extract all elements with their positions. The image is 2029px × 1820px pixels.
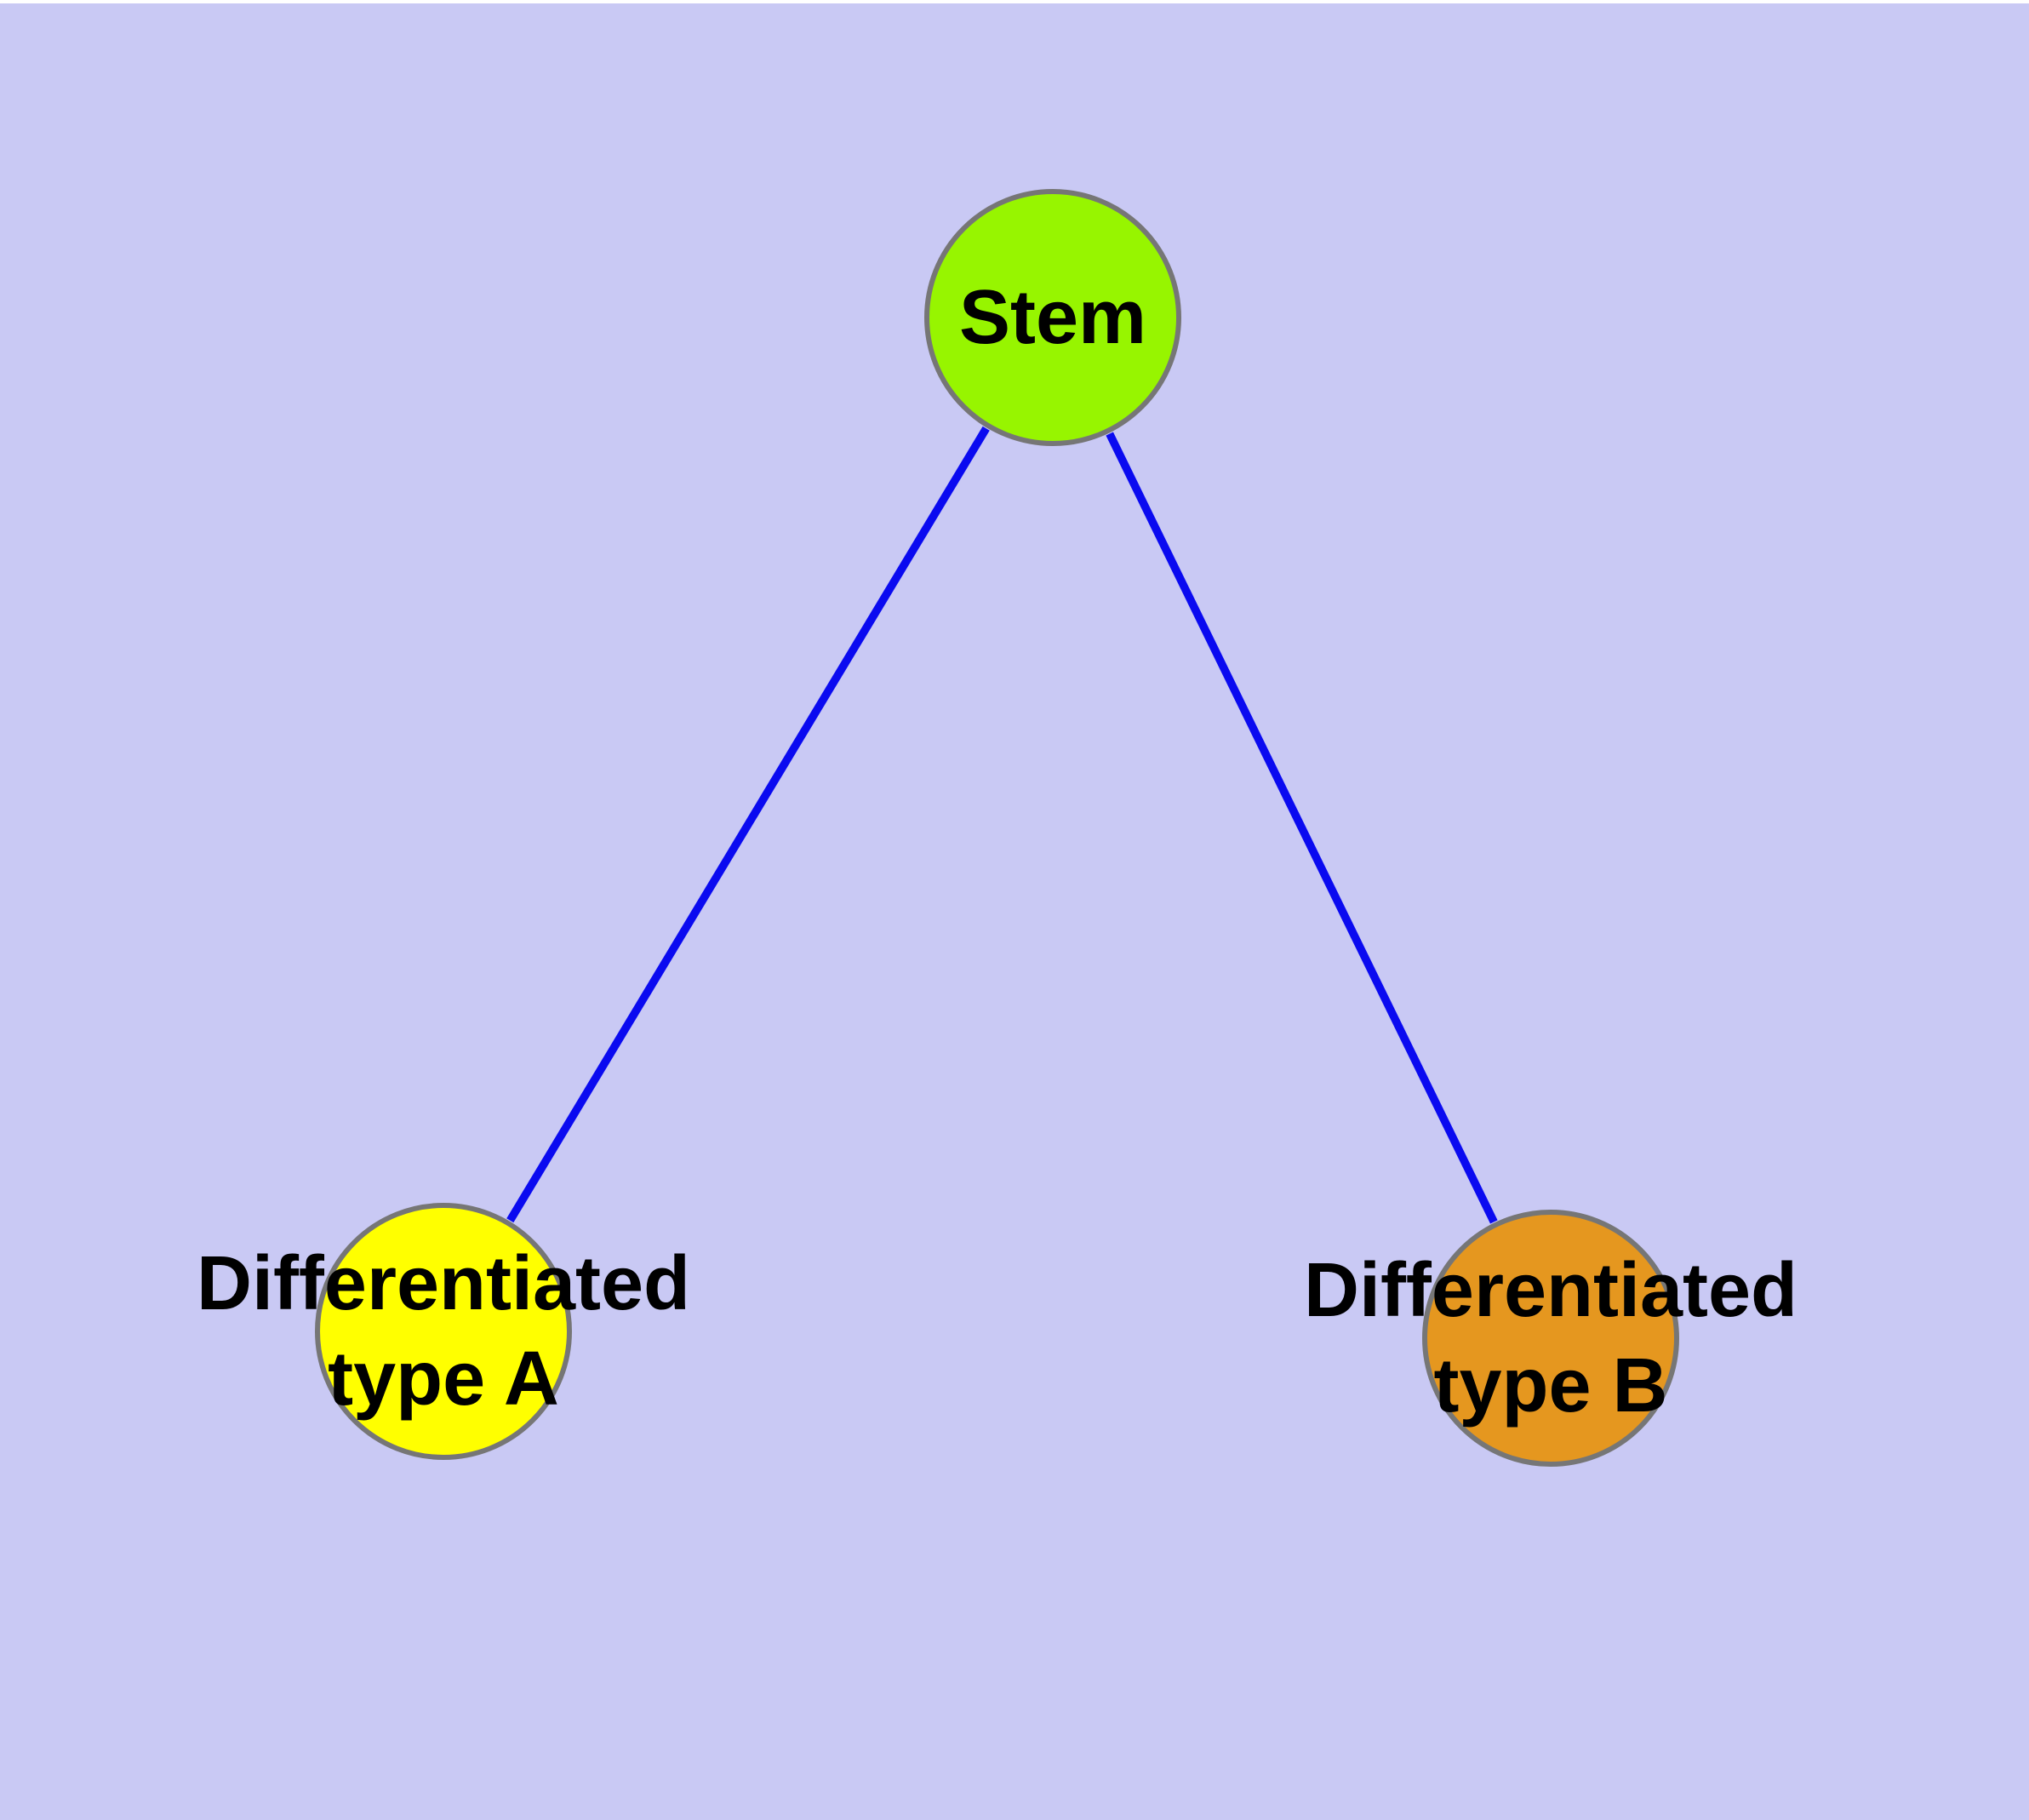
node-label-type-a-line-2: type A xyxy=(328,1336,559,1422)
node-circle-type-a xyxy=(315,1203,572,1460)
edge-stem-to-type-b xyxy=(1106,432,1498,1224)
top-strip xyxy=(0,0,2029,3)
node-label-type-a-line-1: Differentiated xyxy=(197,1241,690,1326)
node-label-type-b-line-2: type B xyxy=(1433,1343,1667,1428)
node-circle-stem xyxy=(924,189,1181,446)
node-label-type-b-line-1: Differentiated xyxy=(1304,1248,1798,1333)
node-label-stem-line-1: Stem xyxy=(959,275,1146,360)
node-circle-type-b xyxy=(1422,1210,1679,1467)
edge-stem-to-type-a xyxy=(506,426,990,1223)
edges-layer xyxy=(506,426,1498,1224)
